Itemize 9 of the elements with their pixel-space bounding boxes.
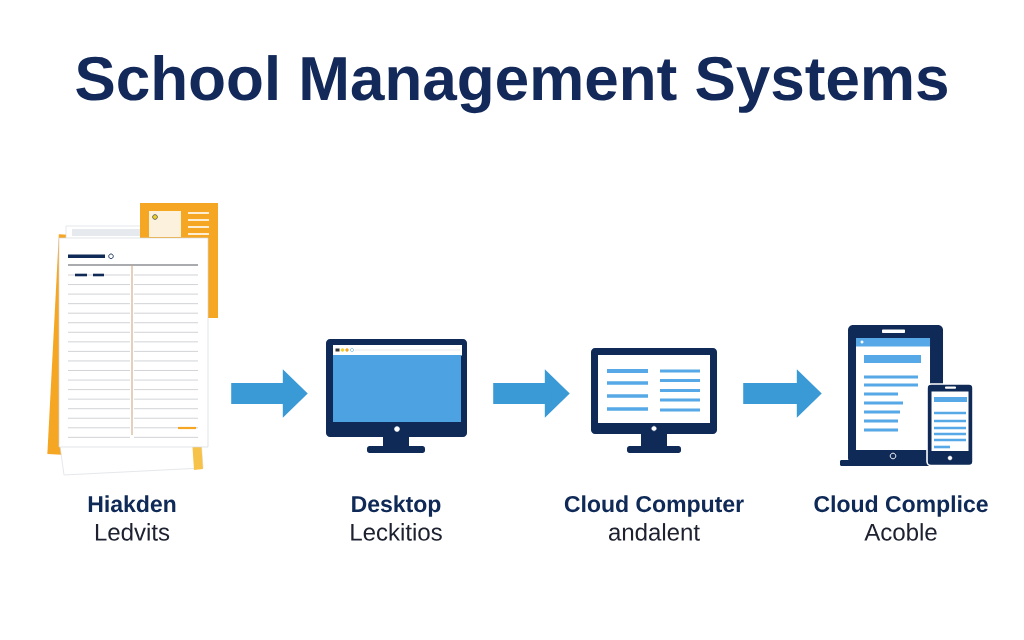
node-subtitle: Ledvits xyxy=(95,523,170,541)
title: School Management Systems xyxy=(76,55,947,114)
node-subtitle: andalent xyxy=(609,523,700,541)
node-title: Desktop xyxy=(352,495,441,517)
node-title: Cloud Computer xyxy=(564,495,744,517)
node-title: Cloud Complice xyxy=(814,495,988,517)
node-subtitle: Leckitios xyxy=(351,523,442,541)
node-title: Hiakden xyxy=(88,495,176,513)
node-subtitle: Acoble xyxy=(864,523,937,541)
